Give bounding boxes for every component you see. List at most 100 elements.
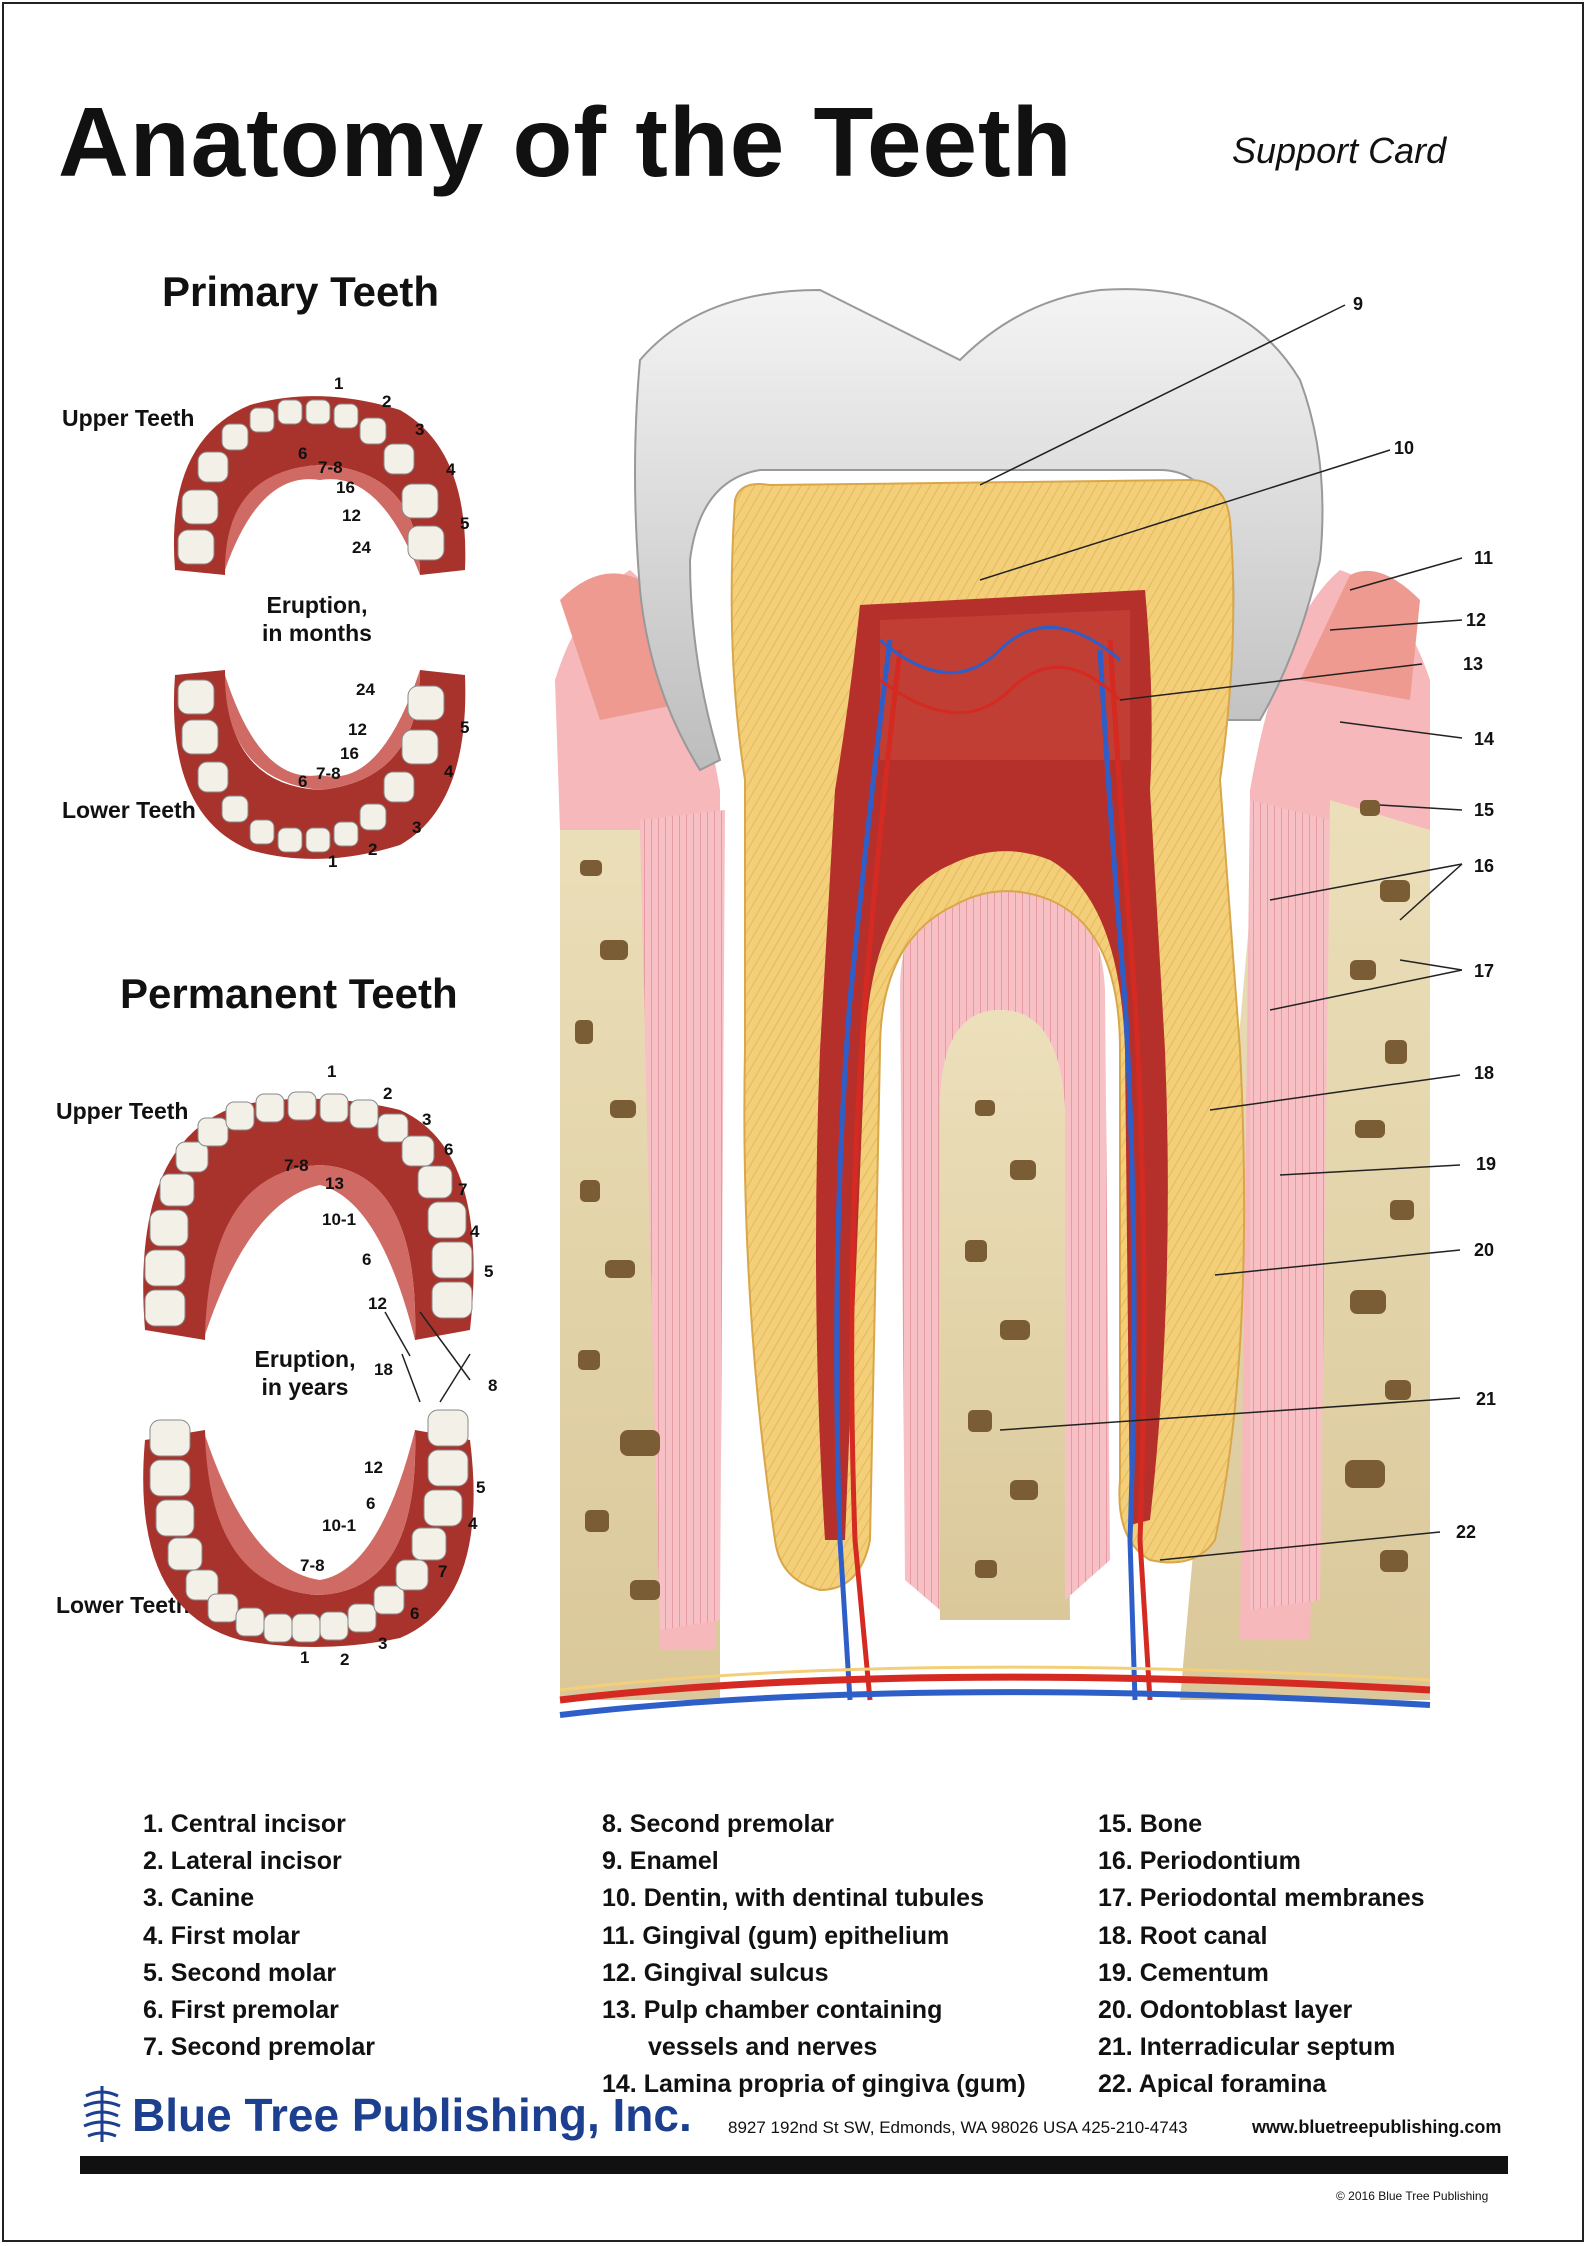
permanent-lower-num-2: 2: [340, 1650, 350, 1669]
primary-upper-age-6: 6: [298, 444, 308, 463]
publisher-address: 8927 192nd St SW, Edmonds, WA 98026 USA …: [728, 2118, 1188, 2137]
permanent-teeth-heading: Permanent Teeth: [120, 970, 458, 1017]
legend-item: vessels and nerves: [648, 2033, 878, 2062]
permanent-upper-num-5: 5: [484, 1262, 494, 1281]
callout-11: 11: [1474, 548, 1494, 568]
primary-lower-num-4: 4: [444, 762, 454, 781]
permanent-lower-num-1: 1: [300, 1648, 310, 1667]
legend-item: 4. First molar: [143, 1921, 300, 1950]
page-title: Anatomy of the Teeth: [58, 87, 1073, 197]
permanent-lower-num-7: 7: [438, 1562, 448, 1581]
permanent-mid-num-18: 18: [374, 1360, 393, 1379]
publisher-website[interactable]: www.bluetreepublishing.com: [1252, 2117, 1502, 2137]
legend-item: 15. Bone: [1098, 1810, 1203, 1838]
page-subtitle: Support Card: [1232, 130, 1447, 171]
legend-item: 5. Second molar: [143, 1958, 337, 1987]
primary-lower-num-5: 5: [460, 718, 470, 737]
primary-upper-num-2: 2: [382, 392, 392, 411]
tree-logo-icon: [83, 2086, 121, 2142]
legend-item: 14. Lamina propria of gingiva (gum): [602, 2070, 1026, 2099]
permanent-mid-num-8: 8: [488, 1376, 498, 1395]
legend-column-3: 15. Bone 16. Periodontium 17. Periodonta…: [1098, 1806, 1425, 2104]
permanent-upper-num-2: 2: [383, 1084, 393, 1103]
legend-item: 21. Interradicular septum: [1098, 2033, 1396, 2062]
legend-item: 6. First premolar: [143, 1996, 339, 2025]
permanent-upper-age-12: 12: [368, 1294, 387, 1313]
permanent-upper-age-13: 13: [325, 1174, 344, 1193]
legend-column-1: 1. Central incisor 2. Lateral incisor 3.…: [143, 1806, 375, 2066]
primary-upper-num-5: 5: [460, 514, 470, 533]
primary-lower-age-6: 6: [298, 772, 308, 791]
legend-item: 2. Lateral incisor: [143, 1847, 342, 1876]
primary-lower-age-12: 12: [348, 720, 367, 739]
permanent-upper-age-6: 6: [362, 1250, 372, 1269]
permanent-lower-num-4: 4: [468, 1514, 478, 1533]
legend-item: 17. Periodontal membranes: [1098, 1884, 1425, 1913]
permanent-upper-arch: [143, 1091, 474, 1340]
legend-item: 20. Odontoblast layer: [1098, 1996, 1353, 2025]
legend-item: 22. Apical foramina: [1098, 2070, 1327, 2099]
permanent-lower-num-3: 3: [378, 1634, 388, 1653]
callout-12: 12: [1466, 610, 1487, 630]
interradicular-septum: [900, 880, 1110, 1620]
callout-22: 22: [1456, 1522, 1477, 1542]
permanent-upper-num-6: 6: [444, 1140, 454, 1159]
primary-lower-age-7-8: 7-8: [316, 764, 341, 783]
primary-upper-age-16: 16: [336, 478, 355, 497]
primary-eruption-line1: Eruption,: [266, 592, 368, 618]
callout-21: 21: [1476, 1389, 1497, 1409]
primary-upper-age-7-8: 7-8: [318, 458, 343, 477]
permanent-upper-num-1: 1: [327, 1062, 337, 1081]
primary-upper-num-1: 1: [334, 374, 344, 393]
enamel-crown: [634, 288, 1324, 772]
legend-item: 7. Second premolar: [143, 2033, 376, 2062]
legend-item: 9. Enamel: [602, 1847, 719, 1876]
legend-item: 1. Central incisor: [143, 1810, 346, 1838]
primary-lower-num-2: 2: [368, 840, 378, 859]
legend-item: 8. Second premolar: [602, 1810, 835, 1838]
primary-upper-arch: [173, 396, 466, 575]
callout-18: 18: [1474, 1063, 1495, 1083]
legend-item: 11. Gingival (gum) epithelium: [602, 1921, 950, 1950]
primary-lower-age-16: 16: [340, 744, 359, 763]
permanent-lower-age-10-1: 10-1: [322, 1516, 357, 1535]
primary-lower-label: Lower Teeth: [62, 797, 196, 823]
permanent-lower-num-5: 5: [476, 1478, 486, 1497]
permanent-upper-num-4: 4: [470, 1222, 480, 1241]
permanent-lower-label: Lower Teeth: [56, 1592, 190, 1618]
blood-vessels: [834, 625, 1153, 1701]
permanent-upper-num-3: 3: [422, 1110, 432, 1129]
legend-item: 3. Canine: [143, 1884, 255, 1913]
footer-bar: [80, 2156, 1508, 2174]
permanent-upper-label: Upper Teeth: [56, 1098, 189, 1124]
pulp-chamber: [816, 590, 1168, 1540]
callout-13: 13: [1463, 654, 1484, 674]
permanent-lower-age-7-8: 7-8: [300, 1556, 325, 1575]
permanent-upper-num-7: 7: [458, 1180, 468, 1199]
legend-item: 12. Gingival sulcus: [602, 1958, 829, 1987]
permanent-upper-age-10-1: 10-1: [322, 1210, 357, 1229]
legend-item: 13. Pulp chamber containing: [602, 1996, 943, 2025]
primary-upper-num-3: 3: [415, 420, 425, 439]
permanent-lower-arch: [143, 1409, 474, 1648]
primary-lower-age-24: 24: [356, 680, 375, 699]
bone-pores: [575, 800, 1414, 1600]
callout-9: 9: [1353, 294, 1364, 314]
primary-lower-arch: [173, 670, 466, 859]
publisher-name: Blue Tree Publishing, Inc.: [132, 2089, 692, 2141]
permanent-leader-lines: [384, 1311, 471, 1403]
permanent-upper-age-7-8: 7-8: [284, 1156, 309, 1175]
primary-upper-age-12: 12: [342, 506, 361, 525]
permanent-lower-age-12: 12: [364, 1458, 383, 1477]
callout-20: 20: [1474, 1240, 1495, 1260]
bottom-vessels: [559, 1665, 1431, 1718]
primary-upper-label: Upper Teeth: [62, 405, 195, 431]
legend-item: 16. Periodontium: [1098, 1847, 1301, 1876]
primary-upper-age-24: 24: [352, 538, 371, 557]
permanent-lower-num-6: 6: [410, 1604, 420, 1623]
legend-item: 18. Root canal: [1098, 1921, 1268, 1950]
